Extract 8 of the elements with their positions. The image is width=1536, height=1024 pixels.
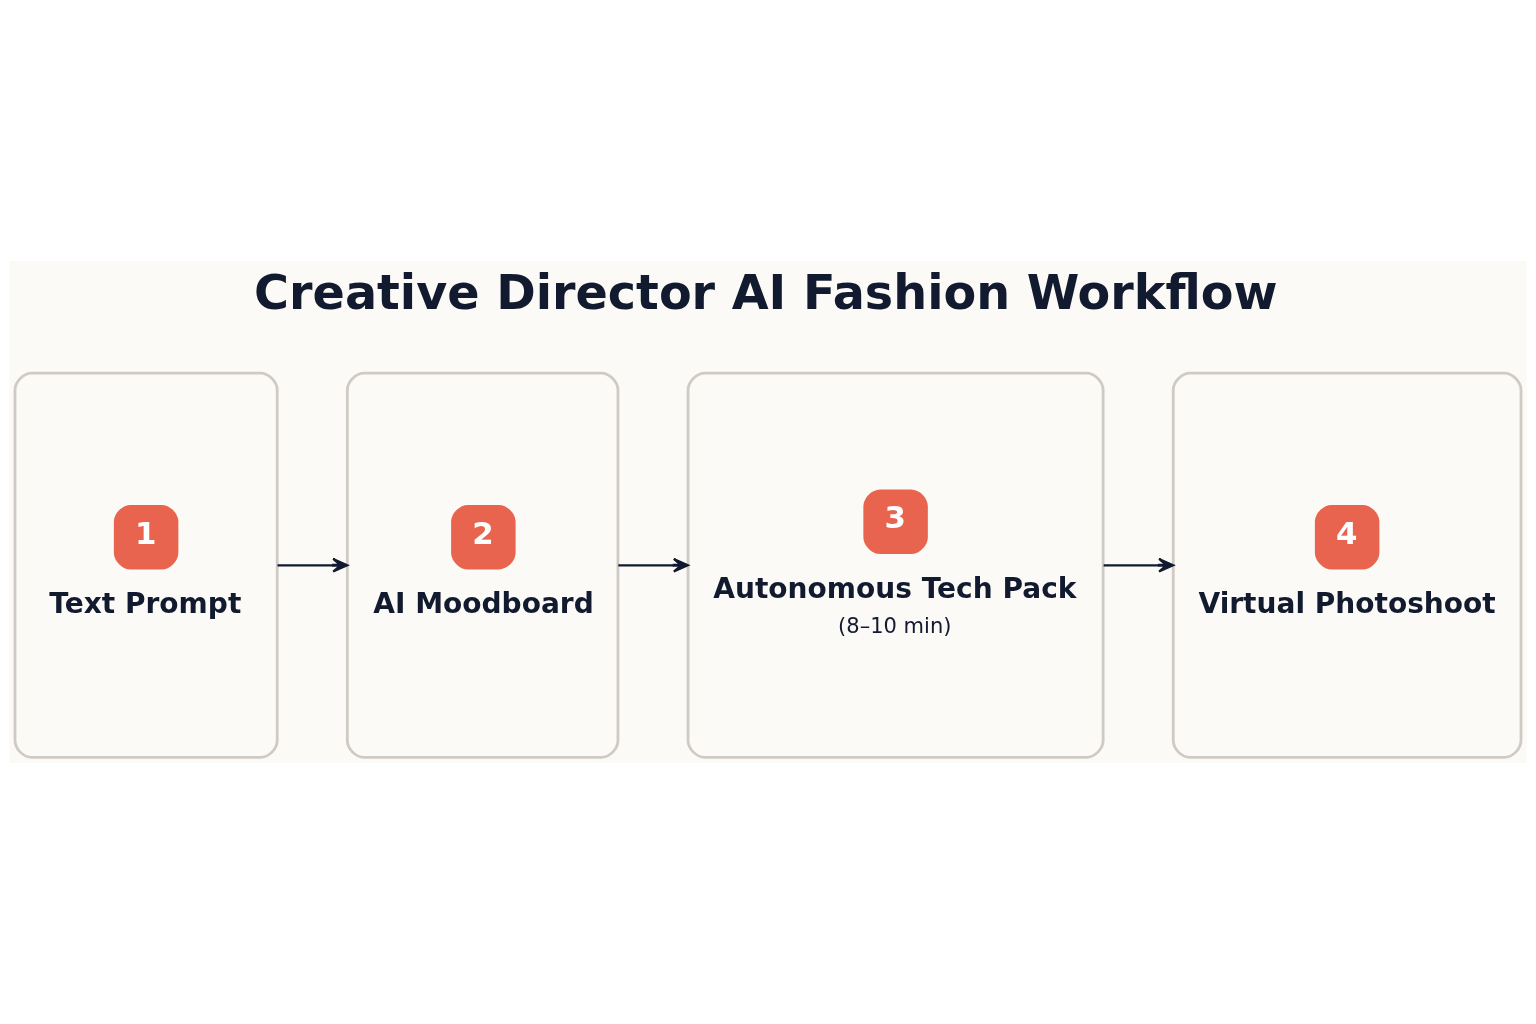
node-box: 3 Autonomous Tech Pack (8–10 min) [686, 371, 1105, 759]
arrow [1103, 557, 1175, 573]
node-box: 2 AI Moodboard [345, 371, 620, 759]
node-box: 4 Virtual Photoshoot [1171, 371, 1523, 759]
diagram-title: Creative Director AI Fashion Workflow [254, 264, 1278, 320]
arrow [277, 557, 349, 573]
arrow [618, 557, 689, 573]
node-box: 1 Text Prompt [13, 371, 279, 759]
